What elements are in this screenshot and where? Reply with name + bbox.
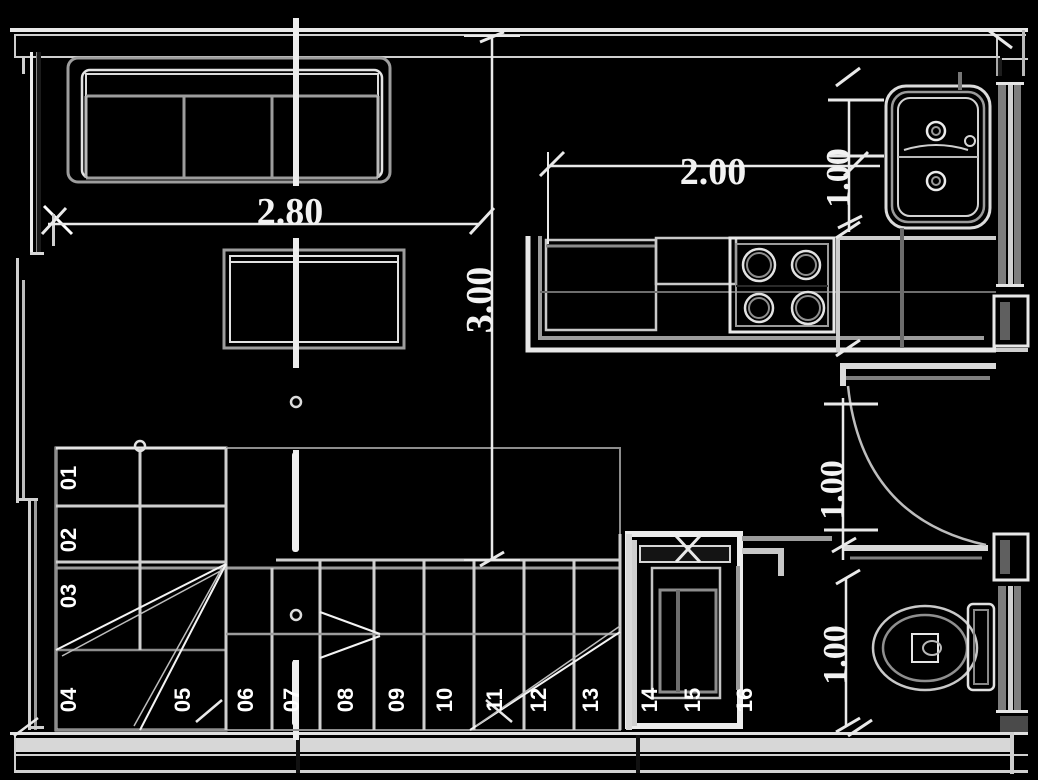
- kitchen-sink: [884, 72, 992, 348]
- stair-tread-label-03: 03: [56, 584, 81, 608]
- stair-tread-label-07: 07: [279, 688, 304, 712]
- stair-tread-label-08: 08: [333, 688, 358, 712]
- stair-tread-label-09: 09: [384, 688, 409, 712]
- stair-tread-label-05: 05: [170, 688, 195, 712]
- stair-tread-label-04: 04: [56, 687, 81, 712]
- dimension-label-kitchen-width: 2.00: [680, 151, 747, 193]
- wall-bottom: [10, 728, 1028, 774]
- stair-tread-label-10: 10: [432, 688, 457, 712]
- stair-tread-label-16: 16: [732, 688, 757, 712]
- dimension-label-room-depth: 3.00: [459, 267, 501, 334]
- stair-tread-label-01: 01: [56, 466, 81, 490]
- wall-top: [10, 28, 1028, 76]
- stair-tread-label-11: 11: [482, 688, 507, 711]
- stair-tread-label-02: 02: [56, 528, 81, 552]
- bathroom-walls: [840, 363, 996, 560]
- door-swing: [846, 385, 987, 547]
- staircase: [54, 439, 632, 732]
- stair-tread-label-06: 06: [233, 688, 258, 712]
- toilet-wc: [871, 602, 996, 692]
- kitchen-counter: [525, 236, 996, 353]
- coffee-table: [222, 248, 406, 350]
- stair-tread-label-15: 15: [680, 688, 705, 712]
- dimension-label-wc-width: 1.00: [817, 625, 854, 685]
- wall-right: [992, 58, 1030, 732]
- wall-left: [16, 52, 44, 730]
- window-left: [42, 204, 74, 246]
- dimension-lines: [13, 28, 1013, 738]
- cooktop: [728, 236, 836, 334]
- wall-stub-center: [742, 536, 832, 576]
- dimension-label-sofa-width: 2.80: [257, 191, 324, 233]
- dimension-label-sink-offset: 1.00: [820, 148, 857, 208]
- dimension-label-door-width: 1.00: [814, 460, 851, 520]
- sofa: [66, 56, 392, 184]
- stair-tread-label-14: 14: [637, 687, 662, 712]
- stair-tread-label-13: 13: [578, 688, 603, 712]
- stair-tread-label-12: 12: [526, 688, 551, 712]
